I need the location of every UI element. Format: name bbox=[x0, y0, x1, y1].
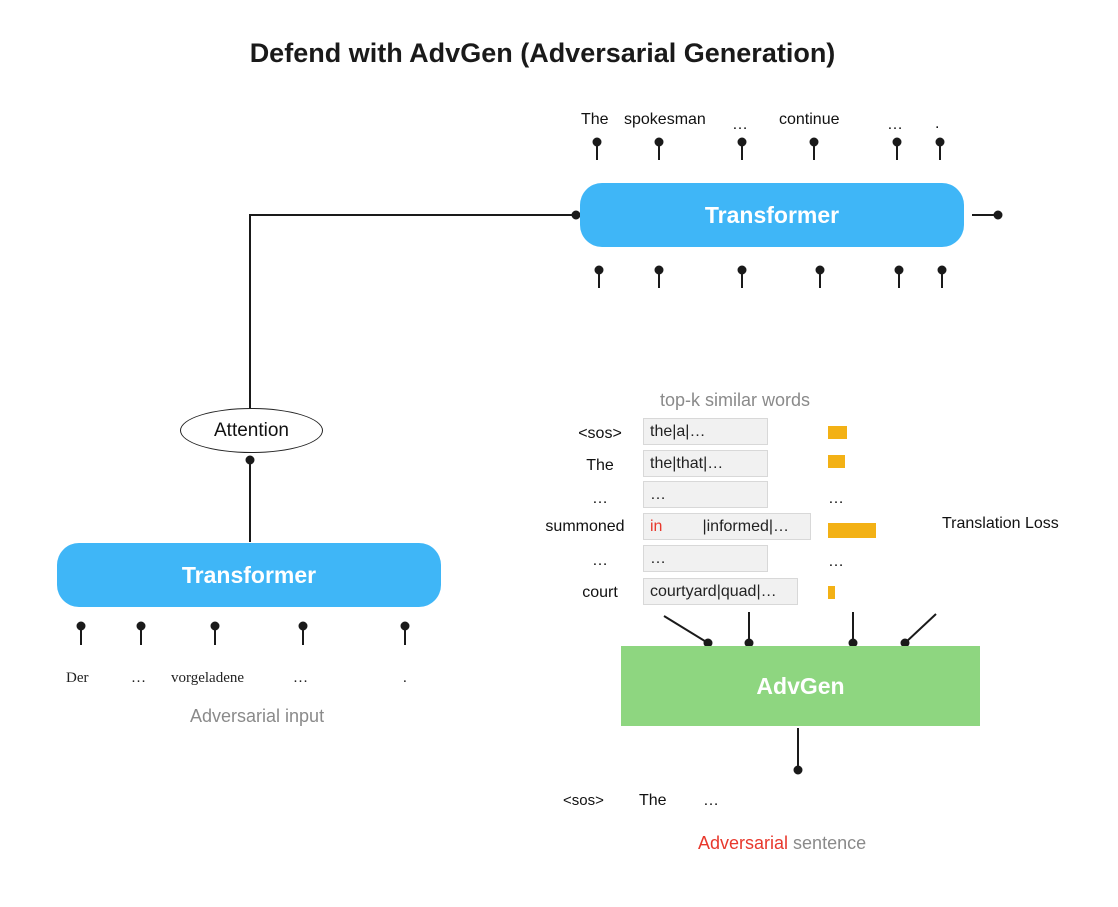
source-word: … bbox=[592, 552, 608, 569]
decoder-input-pins bbox=[594, 265, 947, 288]
candidate-cell: the|that|… bbox=[643, 450, 768, 477]
output-token: The bbox=[581, 111, 609, 128]
attention-node: Attention bbox=[180, 408, 323, 453]
source-word: … bbox=[592, 490, 608, 507]
candidate-cell: the|a|… bbox=[643, 418, 768, 445]
candidate-cell-highlighted: in |informed|… bbox=[643, 513, 811, 540]
loss-bar bbox=[828, 455, 845, 468]
highlighted-candidate: in bbox=[650, 518, 663, 535]
loss-bar bbox=[828, 426, 847, 439]
output-token: … bbox=[887, 116, 903, 133]
input-token: … bbox=[131, 670, 146, 686]
topk-header: top-k similar words bbox=[660, 390, 811, 410]
candidate-rest: |informed|… bbox=[702, 518, 790, 535]
source-word: <sos> bbox=[578, 425, 622, 442]
advgen-box: AdvGen bbox=[621, 646, 980, 726]
sentence-token: … bbox=[703, 792, 719, 809]
caption-highlight: Adversarial bbox=[698, 833, 789, 853]
loss-bar bbox=[828, 586, 835, 599]
caption-rest: sentence bbox=[788, 833, 867, 853]
input-token: … bbox=[293, 670, 308, 686]
candidate-cell: … bbox=[643, 545, 768, 572]
input-token: . bbox=[403, 670, 407, 686]
sentence-caption: Adversarial sentence bbox=[698, 833, 866, 854]
encoder-transformer-box: Transformer bbox=[57, 543, 441, 607]
source-word: court bbox=[582, 584, 618, 601]
diagram-title: Defend with AdvGen (Adversarial Generati… bbox=[249, 38, 836, 68]
encoder-input-pins bbox=[76, 621, 410, 645]
input-token: Der bbox=[66, 670, 89, 686]
input-token: vorgeladene bbox=[171, 670, 245, 686]
input-caption: Adversarial input bbox=[190, 706, 325, 726]
loss-bar bbox=[828, 523, 876, 538]
advgen-input-lines bbox=[663, 612, 937, 648]
candidate-cell: courtyard|quad|… bbox=[643, 578, 798, 605]
source-word: The bbox=[586, 457, 614, 474]
output-token: spokesman bbox=[624, 111, 706, 128]
output-token: … bbox=[732, 116, 748, 133]
bar-ellipsis: … bbox=[828, 553, 844, 570]
bar-ellipsis: … bbox=[828, 490, 844, 507]
output-token: . bbox=[935, 115, 940, 132]
decoder-transformer-box: Transformer bbox=[580, 183, 964, 247]
source-word: summoned bbox=[545, 518, 625, 535]
output-token: continue bbox=[779, 111, 840, 128]
sentence-token: <sos> bbox=[563, 792, 604, 809]
translation-loss-label: Translation Loss bbox=[942, 515, 1059, 532]
decoder-output-pins bbox=[592, 137, 945, 160]
candidate-cell: … bbox=[643, 481, 768, 508]
sentence-token: The bbox=[639, 792, 667, 809]
